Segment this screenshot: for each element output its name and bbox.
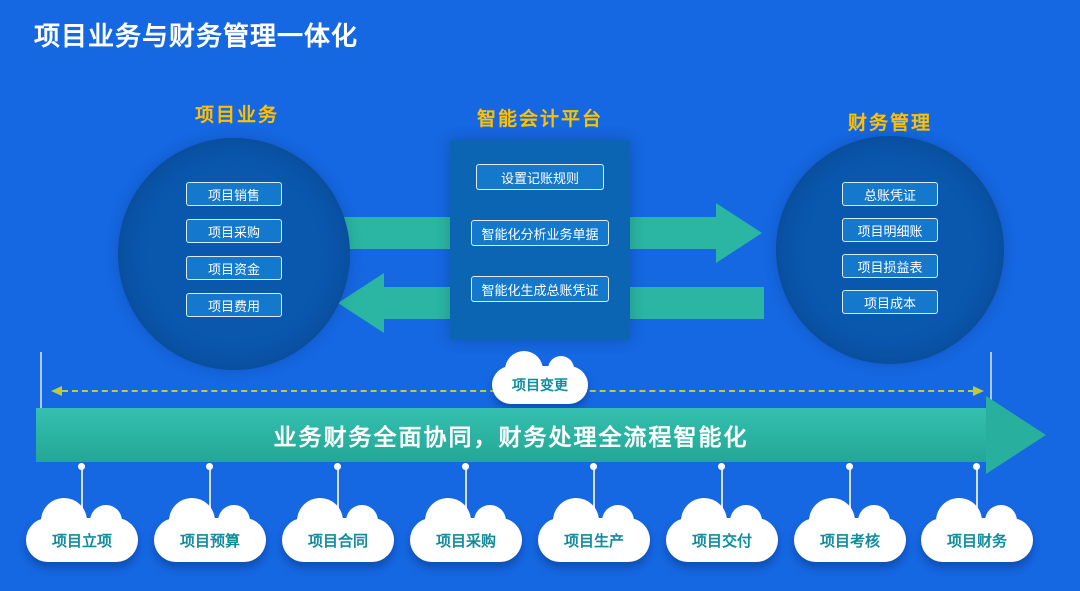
right-circle-item: 项目成本 [842, 290, 938, 314]
connector-line [337, 469, 339, 515]
connector-dot [462, 463, 469, 470]
span-arrow-right-icon [973, 386, 984, 396]
bottom-cloud: 项目立项 [26, 498, 138, 562]
bottom-cloud: 项目交付 [666, 498, 778, 562]
bottom-cloud: 项目考核 [794, 498, 906, 562]
connector-line [593, 469, 595, 515]
finance-management-circle: 总账凭证 项目明细账 项目损益表 项目成本 [776, 136, 1004, 364]
bottom-cloud: 项目财务 [921, 498, 1033, 562]
bottom-cloud-label: 项目考核 [819, 532, 880, 550]
bottom-cloud-label: 项目合同 [307, 532, 368, 550]
connector-line [81, 469, 83, 515]
page-title: 项目业务与财务管理一体化 [34, 21, 359, 51]
middle-panel-item: 智能化分析业务单据 [471, 220, 609, 246]
left-circle-item: 项目采购 [186, 219, 282, 243]
connector-dot [590, 463, 597, 470]
bottom-cloud: 项目采购 [410, 498, 522, 562]
project-change-label: 项目变更 [512, 377, 568, 393]
connector-line [976, 469, 978, 515]
bottom-cloud-label: 项目财务 [946, 532, 1007, 550]
bottom-cloud: 项目生产 [538, 498, 650, 562]
span-right-endcap [990, 352, 992, 408]
middle-panel-item: 智能化生成总账凭证 [471, 276, 609, 302]
smart-accounting-panel: 设置记账规则 智能化分析业务单据 智能化生成总账凭证 [450, 140, 630, 340]
bottom-cloud: 项目预算 [154, 498, 266, 562]
connector-line [849, 469, 851, 515]
right-circle-item: 总账凭证 [842, 182, 938, 206]
span-left-endcap [40, 352, 42, 408]
middle-panel-item: 设置记账规则 [476, 164, 604, 190]
connector-line [721, 469, 723, 515]
banner-arrow: 业务财务全面协同，财务处理全流程智能化 [36, 408, 986, 462]
section-header-project-business: 项目业务 [194, 105, 279, 126]
span-arrow-left-icon [51, 386, 62, 396]
connector-dot [206, 463, 213, 470]
right-circle-item: 项目损益表 [842, 254, 938, 278]
left-circle-item: 项目销售 [186, 182, 282, 206]
connector-dot [846, 463, 853, 470]
banner-arrow-head-icon [986, 396, 1046, 474]
bottom-cloud-label: 项目交付 [691, 532, 752, 550]
connector-dot [718, 463, 725, 470]
connector-dot [973, 463, 980, 470]
banner-label: 业务财务全面协同，财务处理全流程智能化 [273, 424, 749, 450]
right-circle-item: 项目明细账 [842, 218, 938, 242]
connector-line [209, 469, 211, 515]
connector-dot [78, 463, 85, 470]
bottom-cloud-label: 项目生产 [563, 532, 624, 550]
connector-dot [334, 463, 341, 470]
left-circle-item: 项目资金 [186, 256, 282, 280]
bottom-cloud-label: 项目立项 [51, 532, 112, 550]
project-change-cloud: 项目变更 [492, 351, 588, 404]
left-circle-item: 项目费用 [186, 293, 282, 317]
section-header-smart-accounting: 智能会计平台 [476, 109, 603, 130]
bottom-cloud-label: 项目采购 [435, 532, 496, 550]
bottom-cloud-label: 项目预算 [179, 532, 240, 550]
section-header-finance-management: 财务管理 [847, 113, 932, 134]
project-business-circle: 项目销售 项目采购 项目资金 项目费用 [118, 138, 350, 370]
bottom-cloud: 项目合同 [282, 498, 394, 562]
flow-arrow-right-head-icon [716, 203, 762, 263]
connector-line [465, 469, 467, 515]
